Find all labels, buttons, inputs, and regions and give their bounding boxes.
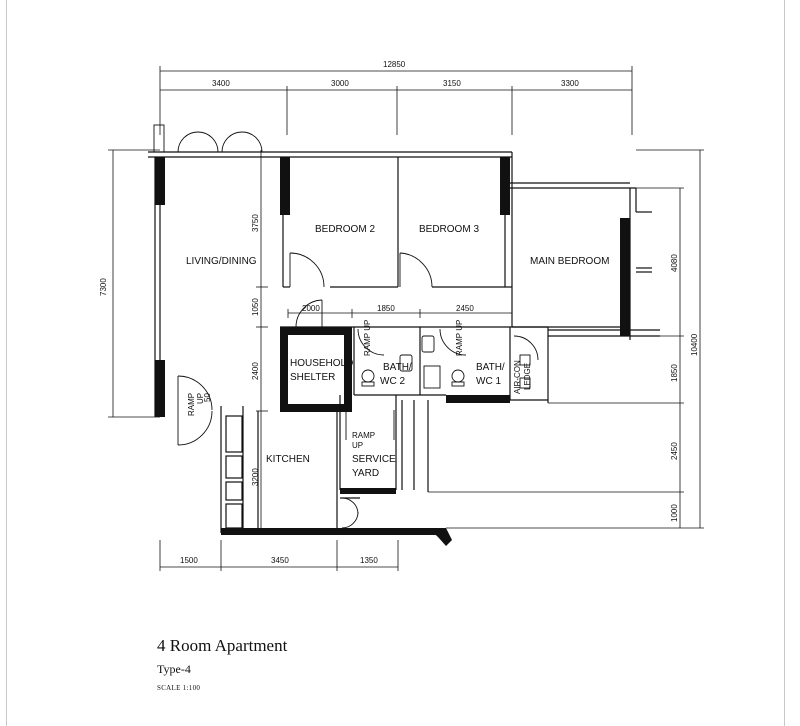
plan-scale: SCALE 1:100 [157, 684, 201, 692]
dim-right-2: 1850 [670, 364, 679, 382]
dim-top-total: 12850 [383, 60, 406, 69]
bath-wc1-label-line1: BATH/ [476, 362, 505, 373]
dim-right-1: 4080 [670, 254, 679, 272]
aircon-label-line1: AIR-CON [513, 360, 522, 394]
structural-walls [155, 157, 630, 546]
main-bedroom-label: MAIN BEDROOM [530, 256, 609, 267]
sheet-border-left [6, 0, 7, 726]
living-dining-label: LIVING/DINING [186, 256, 257, 267]
sheet-border-right [784, 0, 785, 726]
service-yard-label-line1: SERVICE [352, 454, 396, 465]
doors [153, 124, 539, 529]
dim-inner-2000: 2000 [302, 304, 320, 313]
dim-top-2: 3000 [331, 79, 349, 88]
dim-inner-2450: 2450 [456, 304, 474, 313]
dimension-lines [108, 66, 704, 571]
plan-title: 4 Room Apartment [157, 636, 288, 655]
bath-wc1-label-line2: WC 1 [476, 376, 501, 387]
kitchen-label: KITCHEN [266, 454, 310, 465]
walls-outline [148, 151, 660, 533]
dim-bottom-2: 3450 [271, 556, 289, 565]
household-label: HOUSEHOLD [290, 358, 353, 369]
dim-left-2: 1050 [251, 298, 260, 316]
wc1-ramp-label: RAMP UP [455, 320, 464, 356]
bath-wc2-label-line1: BATH/ [383, 362, 412, 373]
bedroom-3-label: BEDROOM 3 [419, 224, 479, 235]
dim-inner-1850: 1850 [377, 304, 395, 313]
sy-ramp-label-line2: UP [352, 441, 363, 450]
plan-type: Type-4 [157, 662, 191, 676]
aircon-label-line2: LEDGE [523, 363, 532, 390]
dim-left-4: 3200 [251, 468, 260, 486]
wc2-ramp-label: RAMP UP [363, 320, 372, 356]
dim-left-1: 3750 [251, 214, 260, 232]
dim-left-3: 2400 [251, 362, 260, 380]
dim-right-total: 10400 [690, 333, 699, 356]
dim-bottom-1: 1500 [180, 556, 198, 565]
dim-right-4: 1000 [670, 504, 679, 522]
bath-wc2-label-line2: WC 2 [380, 376, 405, 387]
dim-top-3: 3150 [443, 79, 461, 88]
dim-top-1: 3400 [212, 79, 230, 88]
bedroom-2-label: BEDROOM 2 [315, 224, 375, 235]
entry-ramp-label-line1: RAMP [187, 393, 196, 416]
dim-bottom-3: 1350 [360, 556, 378, 565]
dim-left-total: 7300 [99, 278, 108, 296]
shelter-label: SHELTER [290, 372, 335, 383]
dim-top-4: 3300 [561, 79, 579, 88]
entry-ramp-label-line2: UP [196, 393, 205, 404]
dim-entry-50: 50 [203, 393, 212, 402]
fixtures [345, 335, 531, 440]
service-yard-label-line2: YARD [352, 468, 379, 479]
sy-ramp-label-line1: RAMP [352, 431, 375, 440]
dim-right-3: 2450 [670, 442, 679, 460]
